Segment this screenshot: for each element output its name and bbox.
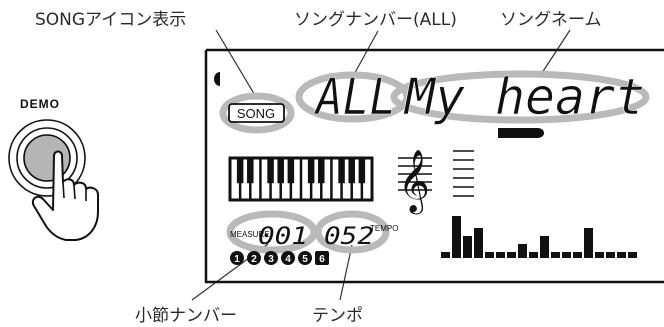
highlight-song-badge — [219, 92, 295, 134]
black-key — [358, 158, 366, 184]
callout-song-name: ソングネーム — [500, 10, 602, 30]
level-bar — [595, 252, 604, 258]
level-bar — [562, 252, 571, 258]
level-bar — [573, 252, 582, 258]
track-indicator — [281, 251, 295, 265]
black-key — [287, 158, 295, 184]
staff-lines-icon — [453, 150, 474, 197]
level-bar — [441, 252, 450, 258]
lcd-panel-frame — [204, 48, 664, 284]
black-key — [318, 158, 325, 184]
black-key — [348, 158, 355, 184]
callout-measure-number: 小節ナンバー — [135, 306, 237, 326]
track-number: 1 — [234, 254, 240, 265]
song-badge — [228, 103, 285, 123]
black-key — [338, 158, 345, 184]
level-bar — [617, 252, 626, 258]
svg-text:𝄞: 𝄞 — [398, 149, 430, 215]
highlight-tempo — [314, 210, 390, 254]
level-bar — [485, 252, 494, 258]
track-indicator — [315, 251, 329, 265]
track-number: 2 — [251, 254, 257, 265]
track-number: 5 — [302, 254, 308, 265]
leader-song-icon — [215, 29, 257, 98]
black-key — [267, 158, 274, 184]
leader-tempo — [339, 244, 353, 301]
callout-song-icon-display: SONGアイコン表示 — [35, 10, 187, 30]
keyboard-icon — [228, 156, 374, 202]
level-bar — [606, 252, 615, 258]
level-bar — [452, 216, 461, 258]
track-indicator — [264, 251, 278, 265]
level-bar — [584, 228, 593, 258]
level-bar — [518, 244, 527, 258]
song-badge-label: SONG — [237, 106, 275, 121]
level-bar — [540, 236, 549, 258]
demo-label: DEMO — [20, 97, 60, 111]
level-bar — [507, 252, 516, 258]
highlight-song-number — [295, 71, 411, 123]
tempo-label: TEMPO — [370, 224, 398, 233]
highlight-measure — [226, 210, 318, 254]
level-bar — [474, 228, 483, 258]
black-key — [236, 158, 244, 184]
track-number: 4 — [285, 254, 291, 265]
lcd-left-marker — [214, 72, 220, 86]
track-indicator — [230, 251, 244, 265]
black-key — [277, 158, 284, 184]
black-key — [247, 158, 254, 184]
level-meter — [441, 216, 637, 258]
callout-song-number: ソングナンバー(ALL) — [294, 10, 457, 30]
highlight-song-name — [390, 70, 650, 124]
level-bar — [529, 252, 538, 258]
song-number-text: ALL — [313, 68, 396, 126]
black-key — [307, 158, 315, 184]
level-bar — [628, 252, 637, 258]
measure-value: 001 — [258, 222, 308, 250]
song-name-text: My heart — [403, 68, 645, 126]
treble-clef-icon: 𝄞 — [398, 149, 432, 215]
measure-label: MEASURE — [230, 230, 270, 239]
level-bar — [496, 252, 505, 258]
level-bar — [463, 236, 472, 258]
cursor-bar — [498, 128, 544, 138]
tempo-value: 052 — [324, 222, 374, 250]
leader-song-number — [351, 30, 379, 79]
level-bar — [551, 252, 560, 258]
track-indicator — [247, 251, 261, 265]
track-number: 6 — [319, 254, 325, 265]
callout-tempo: テンポ — [312, 306, 363, 326]
leader-song-name — [539, 29, 571, 77]
track-indicator — [298, 251, 312, 265]
track-number: 3 — [268, 254, 274, 265]
pointing-hand-icon — [31, 150, 99, 241]
